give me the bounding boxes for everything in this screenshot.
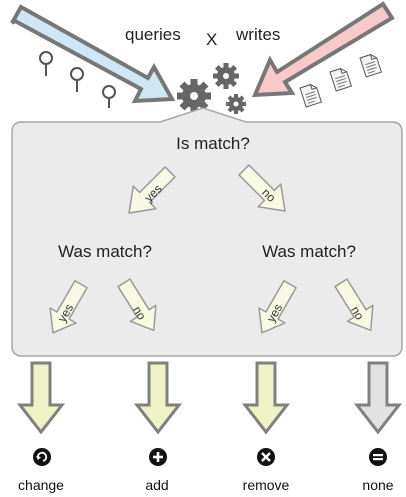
change-output-arrow	[16, 361, 66, 435]
right-no-label: no	[348, 304, 367, 323]
remove-output-arrow	[241, 361, 291, 435]
operator-label: X	[206, 30, 217, 49]
magnifier-icon	[39, 51, 53, 76]
was-match-question-right: Was match?	[262, 242, 356, 261]
document-icon	[329, 66, 352, 92]
add-label: add	[145, 477, 168, 493]
writes-arrow	[251, 1, 395, 98]
yes-branch-arrow	[128, 166, 176, 214]
x-icon	[257, 448, 275, 466]
magnifier-icon	[102, 85, 116, 108]
none-label: none	[362, 477, 393, 493]
refresh-icon	[33, 448, 51, 466]
right-yes-arrow	[258, 280, 297, 334]
remove-label: remove	[243, 477, 290, 493]
document-icon	[299, 82, 322, 108]
left-yes-arrow	[49, 280, 88, 334]
add-output-arrow	[133, 361, 183, 435]
no-branch-arrow	[238, 164, 286, 212]
magnifier-icon	[70, 67, 84, 92]
equals-icon	[369, 448, 387, 466]
is-match-question: Is match?	[176, 134, 250, 153]
document-icon	[359, 52, 382, 78]
was-match-question-left: Was match?	[58, 242, 152, 261]
none-output-arrow	[353, 361, 403, 435]
right-no-arrow	[334, 278, 374, 332]
plus-icon	[149, 448, 167, 466]
queries-arrow	[10, 4, 176, 104]
left-no-arrow	[117, 278, 157, 332]
queries-label: queries	[125, 25, 181, 44]
decision-panel	[11, 107, 403, 357]
left-no-label: no	[130, 304, 149, 323]
change-label: change	[18, 477, 64, 493]
gears-icon	[177, 63, 246, 114]
writes-label: writes	[235, 25, 280, 44]
